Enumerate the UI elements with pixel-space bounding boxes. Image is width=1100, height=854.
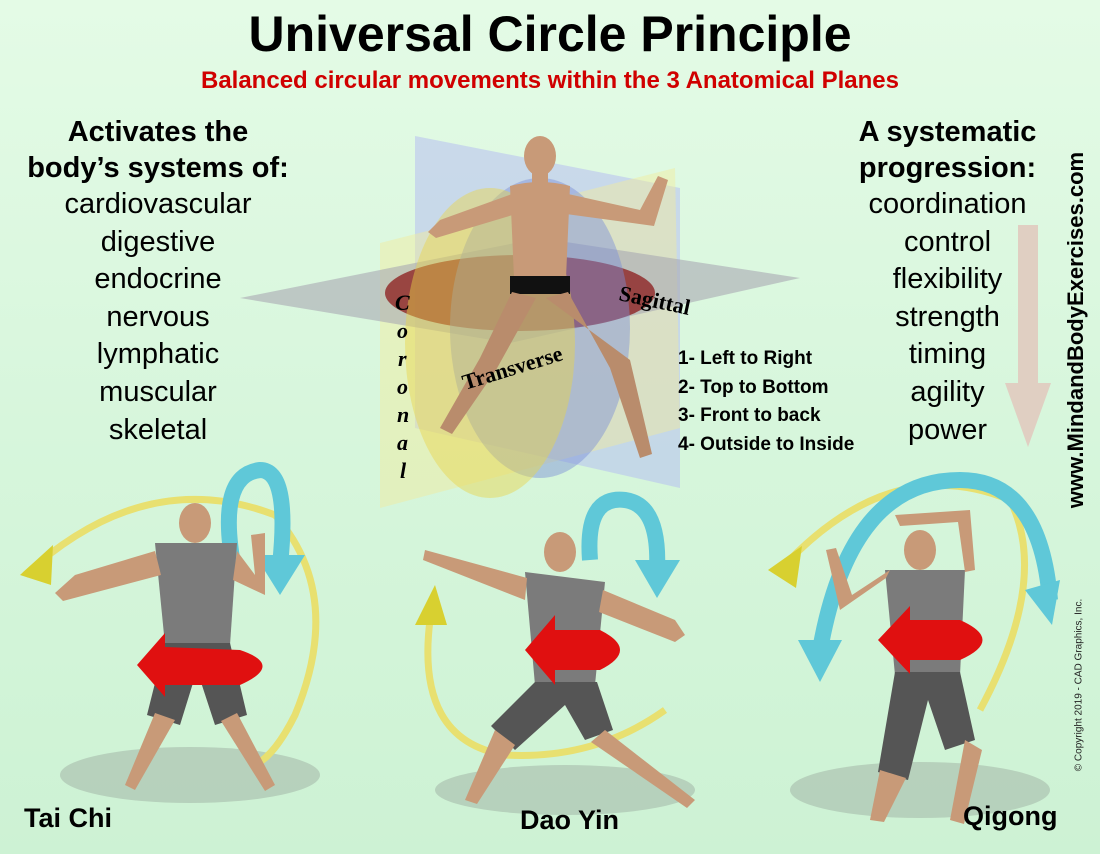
- tai-chi-label: Tai Chi: [24, 803, 113, 833]
- head: [544, 532, 576, 572]
- list-item: 1- Left to Right: [678, 348, 813, 369]
- cyan-arrow-icon: [220, 461, 291, 577]
- list-item: control: [903, 225, 992, 258]
- red-arrow-icon: [878, 606, 983, 674]
- head: [179, 503, 211, 543]
- coronal-letter: C: [395, 290, 410, 315]
- yellow-arrowhead-icon: [768, 546, 802, 588]
- shadow: [60, 747, 320, 803]
- cyan-arrowhead-icon: [798, 640, 842, 682]
- shorts: [491, 682, 613, 750]
- list-item: endocrine: [94, 263, 222, 296]
- anatomical-planes-diagram: Sagittal Transverse C o r o n a l: [240, 136, 800, 508]
- list-item: strength: [895, 300, 1000, 333]
- progression-heading-line2: progression:: [858, 152, 1037, 184]
- central-figure-icon: [428, 136, 668, 458]
- yellow-arrow-icon: [22, 495, 320, 769]
- list-item: flexibility: [892, 263, 1003, 296]
- dao-yin-figure: [415, 491, 695, 815]
- body-systems-heading-line1: Activates the: [67, 116, 249, 148]
- list-item: power: [908, 413, 987, 446]
- list-item: agility: [910, 375, 985, 408]
- progression-list: coordination control flexibility strengt…: [830, 186, 1065, 449]
- qigong-figure: [768, 471, 1060, 824]
- list-item: lymphatic: [96, 338, 220, 371]
- shadow: [435, 765, 695, 815]
- coronal-letter: a: [397, 430, 408, 455]
- list-item: 4- Outside to Inside: [678, 434, 855, 456]
- cyan-arrowhead-icon: [255, 555, 305, 595]
- body-systems-list: cardiovascular digestive endocrine nervo…: [0, 186, 316, 449]
- shorts: [878, 672, 975, 780]
- list-item: 2- Top to Bottom: [678, 376, 829, 398]
- list-item: 3- Front to back: [678, 405, 821, 427]
- body-systems-panel: Activates the body’s systems of: cardiov…: [0, 114, 316, 449]
- progression-panel: A systematic progression: coordination c…: [830, 114, 1065, 449]
- dao-yin-label: Dao Yin: [520, 805, 620, 835]
- list-item: coordination: [868, 188, 1027, 220]
- website-url: www.MindandBodyExercises.com: [1056, 150, 1096, 510]
- progression-heading-line1: A systematic: [858, 116, 1037, 148]
- page-subtitle: Balanced circular movements within the 3…: [200, 67, 899, 94]
- progression-arrow-icon: [1005, 225, 1051, 447]
- head: [904, 530, 936, 570]
- cyan-arrow-icon: [812, 471, 1058, 652]
- copyright-text: © Copyright 2019 - CAD Graphics, Inc.: [1073, 598, 1085, 772]
- shirt: [155, 543, 237, 645]
- qigong-label: Qigong: [963, 801, 1058, 831]
- red-arrow-icon: [137, 633, 263, 697]
- list-item: muscular: [99, 375, 217, 408]
- tai-chi-figure: [20, 461, 320, 803]
- list-item: cardiovascular: [64, 188, 252, 220]
- copyright: © Copyright 2019 - CAD Graphics, Inc.: [1064, 560, 1094, 810]
- list-item: digestive: [100, 225, 216, 258]
- cyan-arrowhead-icon: [1025, 580, 1060, 625]
- coronal-letter: o: [397, 318, 408, 343]
- website-text: www.MindandBodyExercises.com: [1063, 151, 1088, 509]
- yellow-arrowhead-icon: [415, 585, 447, 625]
- body-systems-heading-line2: body’s systems of:: [27, 152, 289, 184]
- coronal-letter: n: [397, 402, 409, 427]
- coronal-letter: r: [398, 346, 407, 371]
- coronal-letter: l: [400, 458, 407, 483]
- coronal-letter: o: [397, 374, 408, 399]
- shadow: [790, 762, 1050, 818]
- cyan-arrowhead-icon: [635, 560, 680, 598]
- page-title: Universal Circle Principle: [248, 6, 852, 62]
- red-arrow-icon: [525, 615, 620, 685]
- coronal-label: C o r o n a l: [395, 290, 410, 483]
- list-item: timing: [908, 338, 987, 371]
- cyan-arrow-icon: [581, 491, 666, 571]
- coronal-circle: [450, 178, 630, 478]
- yellow-arrowhead-icon: [20, 545, 53, 585]
- direction-steps-list: 1- Left to Right 2- Top to Bottom 3- Fro…: [678, 345, 854, 460]
- list-item: nervous: [106, 300, 210, 333]
- list-item: skeletal: [108, 413, 208, 446]
